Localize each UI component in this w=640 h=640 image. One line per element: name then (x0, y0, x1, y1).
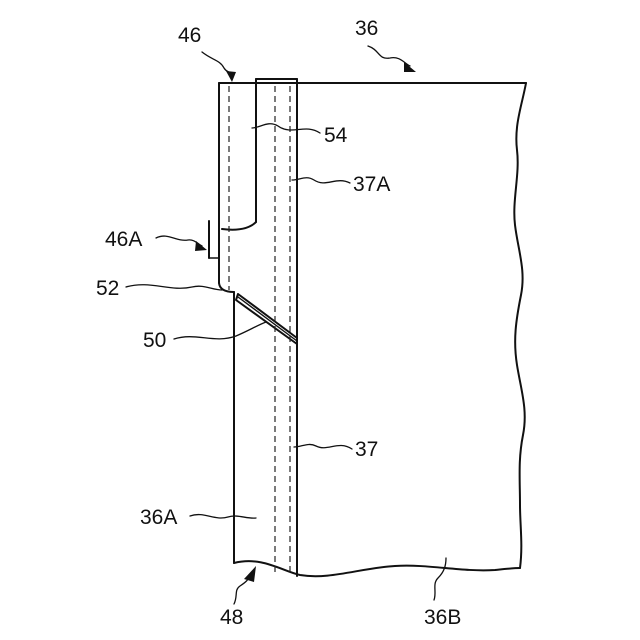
joint-50-inner (238, 297, 297, 341)
leader-36-arrow (404, 62, 416, 72)
outline-group (209, 79, 526, 576)
label-36A: 36A (140, 506, 177, 529)
leader-46A (156, 236, 202, 246)
slot-bottom-curve (222, 222, 256, 230)
leader-36 (368, 46, 410, 66)
leader-46A-arrow (195, 241, 207, 251)
label-36B: 36B (424, 606, 461, 629)
label-37A: 37A (353, 173, 390, 196)
leader-48 (234, 576, 250, 604)
label-52: 52 (96, 277, 119, 300)
leader-37 (294, 444, 352, 449)
leader-37A (292, 178, 350, 183)
label-46A: 46A (105, 228, 142, 251)
labels-group: 46 36 54 37A 46A 52 50 37 36A 48 36B (96, 17, 461, 629)
bottom-break-line (234, 561, 520, 576)
leader-52 (126, 285, 222, 290)
label-46: 46 (178, 24, 201, 47)
label-54: 54 (324, 124, 348, 147)
leader-46-arrow (226, 71, 236, 82)
right-break-line (514, 83, 526, 568)
label-50: 50 (143, 329, 166, 352)
leader-36B (434, 558, 446, 600)
label-37: 37 (355, 438, 378, 461)
leader-36A (190, 515, 256, 519)
leader-48-arrow (244, 566, 256, 582)
leader-54 (252, 124, 320, 133)
notch-52 (219, 283, 234, 292)
label-48: 48 (220, 606, 243, 629)
label-36: 36 (355, 17, 378, 40)
leader-50 (174, 322, 266, 339)
